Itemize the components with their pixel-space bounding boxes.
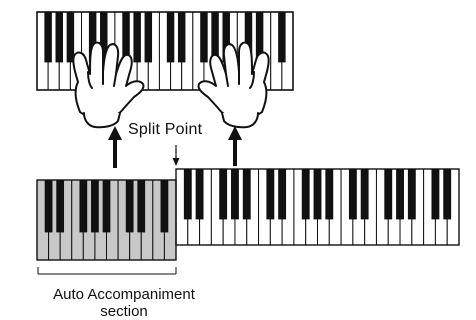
black-key — [278, 11, 286, 63]
section-bracket — [37, 267, 177, 275]
black-key — [348, 168, 357, 220]
black-key — [79, 179, 88, 233]
black-key — [301, 168, 310, 220]
black-key — [144, 11, 153, 63]
black-key — [91, 179, 99, 233]
black-key — [200, 11, 208, 63]
black-key — [407, 168, 416, 220]
black-key — [219, 168, 228, 220]
black-key — [125, 179, 134, 233]
black-key — [443, 168, 452, 220]
black-key — [66, 11, 75, 63]
black-key — [44, 179, 53, 233]
black-key — [313, 168, 322, 220]
black-key — [325, 168, 334, 220]
black-key — [44, 11, 52, 63]
keyboard-frame — [36, 11, 294, 91]
black-key — [177, 11, 186, 63]
black-key — [160, 179, 169, 233]
black-key — [242, 168, 251, 220]
black-key — [102, 179, 111, 233]
section-label-line1: Auto Accompaniment — [53, 286, 195, 303]
black-key — [195, 168, 204, 220]
black-key — [166, 11, 175, 63]
left-hand-icon — [72, 41, 145, 129]
black-key — [278, 168, 287, 220]
black-key — [360, 168, 369, 220]
black-key — [231, 168, 239, 220]
keyboard-frame — [175, 168, 460, 246]
split-point-label: Split Point — [128, 121, 203, 138]
black-key — [56, 179, 65, 233]
black-key — [396, 168, 404, 220]
up-arrow-icon — [108, 126, 122, 168]
split-point-arrow-icon — [172, 145, 180, 166]
black-key — [137, 179, 146, 233]
right-hand-icon — [197, 41, 270, 129]
up-arrow-icon — [228, 126, 242, 166]
black-key — [431, 168, 440, 220]
bottom-keyboard — [36, 168, 460, 261]
black-key — [133, 11, 141, 63]
black-key — [55, 11, 63, 63]
black-key — [266, 168, 275, 220]
accompaniment-section-label: Auto Accompaniment section — [6, 286, 242, 320]
black-key — [183, 168, 192, 220]
section-label-line2: section — [100, 303, 148, 320]
black-key — [384, 168, 393, 220]
